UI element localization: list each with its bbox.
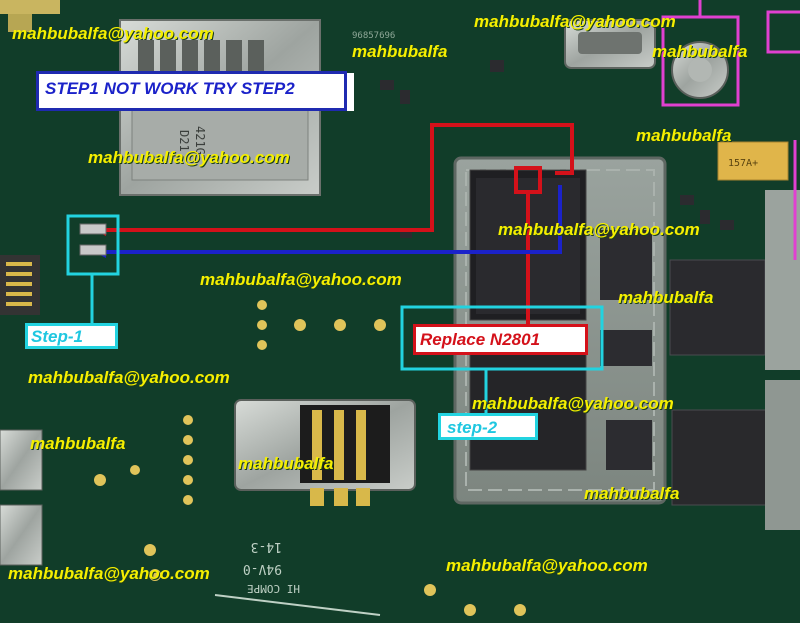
watermark: mahbubalfa@yahoo.com <box>88 148 290 167</box>
right-chip <box>669 190 800 530</box>
cap-code: 157A+ <box>728 158 758 169</box>
watermark: mahbubalfa <box>584 484 680 503</box>
left-connector <box>0 255 40 315</box>
left-bottom-connectors <box>0 429 43 566</box>
red-trace <box>100 123 574 324</box>
watermark: mahbubalfa <box>238 454 334 473</box>
buzzer <box>671 41 729 99</box>
step-note: STEP1 NOT WORK TRY STEP2 <box>36 71 347 111</box>
top-left-contacts <box>0 0 60 32</box>
chip-code: 96857696 <box>352 31 395 41</box>
lot-marking: 14-3 <box>251 539 282 554</box>
watermark: mahbubalfa@yahoo.com <box>474 12 676 31</box>
step1-label: Step-1 <box>25 323 118 349</box>
magenta-highlights <box>661 0 800 260</box>
step1-components <box>79 223 107 256</box>
watermark: mahbubalfa@yahoo.com <box>12 24 214 43</box>
replace-label: Replace N2801 <box>413 324 588 355</box>
watermark: mahbubalfa@yahoo.com <box>8 564 210 583</box>
blue-trace <box>100 185 562 254</box>
tantalum-cap: 157A+ <box>717 141 789 181</box>
battery-connector <box>234 399 416 506</box>
maker-marking: HI COMPE <box>247 582 300 595</box>
sim-code-2: D21 <box>177 130 191 152</box>
sim-code-1: 421G <box>193 126 207 155</box>
watermark: mahbubalfa <box>636 126 732 145</box>
watermark: mahbubalfa@yahoo.com <box>446 556 648 575</box>
rating-marking: 94V-0 <box>243 561 282 576</box>
watermark: mahbubalfa@yahoo.com <box>498 220 700 239</box>
usb-connector <box>564 19 656 69</box>
small-components <box>380 60 734 238</box>
step2-label: step-2 <box>438 413 538 440</box>
watermark: mahbubalfa <box>618 288 714 307</box>
watermark: mahbubalfa@yahoo.com <box>200 270 402 289</box>
watermark: mahbubalfa@yahoo.com <box>28 368 230 387</box>
watermark: mahbubalfa <box>352 42 448 61</box>
cyan-highlights <box>66 214 604 413</box>
watermark: mahbubalfa <box>652 42 748 61</box>
watermark: mahbubalfa <box>30 434 126 453</box>
test-pads <box>94 300 526 616</box>
watermark: mahbubalfa@yahoo.com <box>472 394 674 413</box>
